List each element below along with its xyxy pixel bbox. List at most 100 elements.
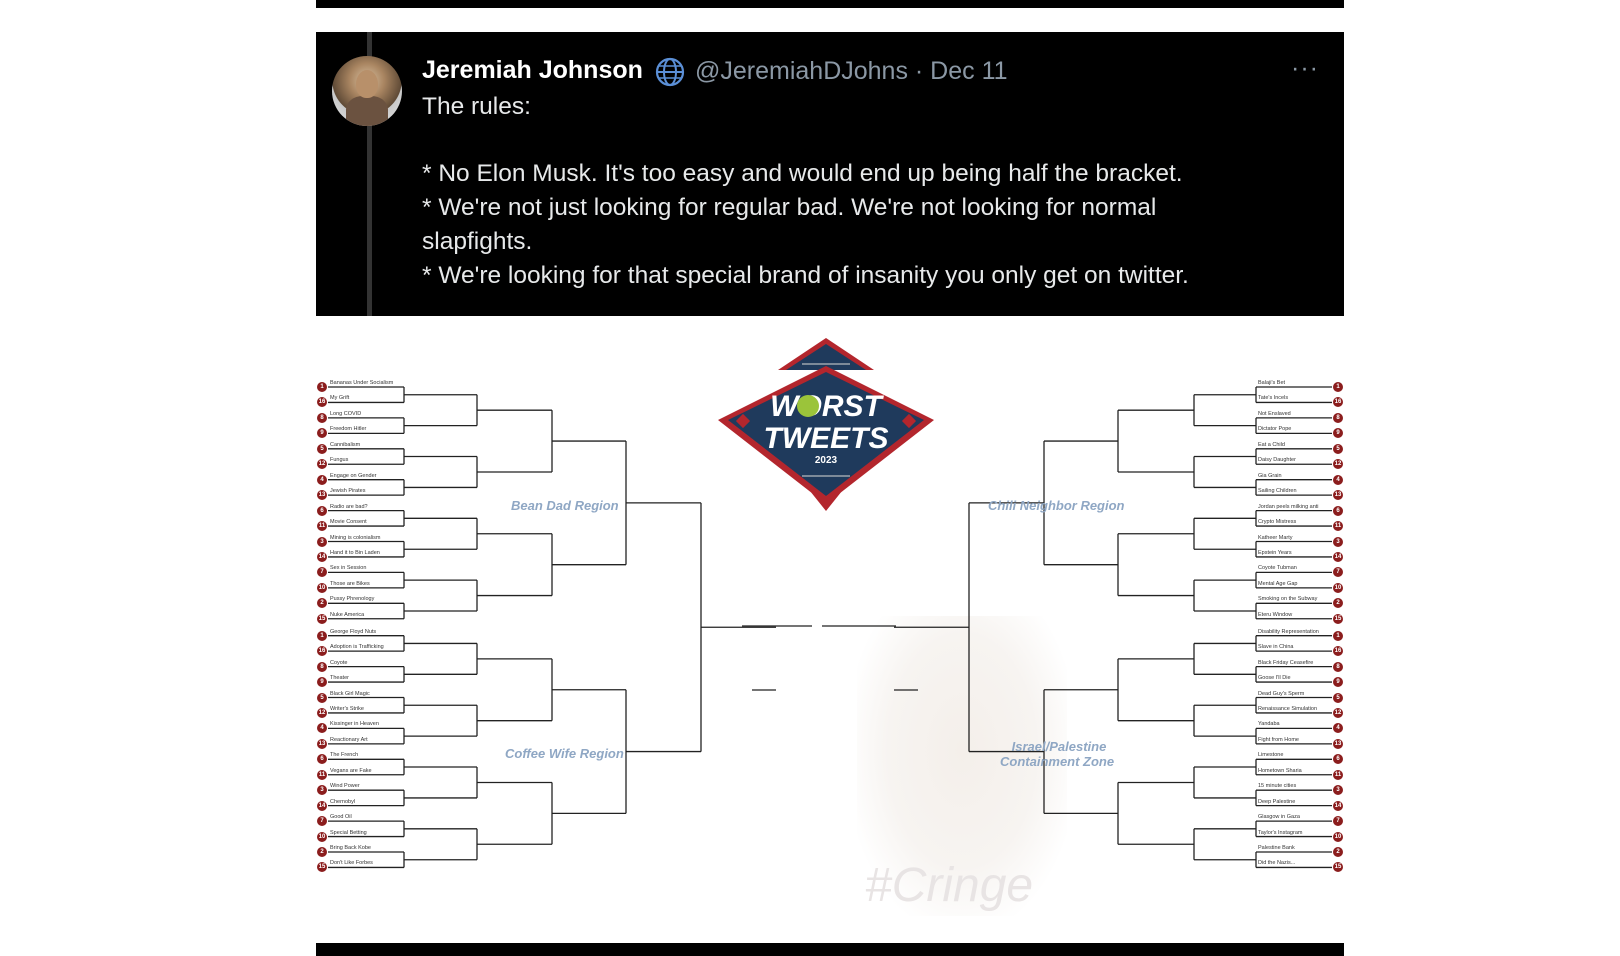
right-seed-badge: 6 [1333,505,1343,516]
left-seed-badge: 11 [317,769,327,780]
tournament-bracket-image: #Cringe WORST TWEETS 2023 Bean Dad Regio… [316,336,1344,916]
tweet-line-1: The rules: [422,93,531,120]
left-entry: Reactionary Art [330,736,368,743]
bracket-lines [328,386,1332,869]
left-entry: Long COVID [330,410,362,417]
tweet-line-4: slapfights. [422,228,533,255]
right-entry: Katheer Marty [1258,534,1293,541]
left-entry: Nuke America [330,611,365,618]
right-seed-badge: 3 [1333,785,1343,796]
right-entry: Hometown Sharia [1258,767,1302,774]
right-seed-badge: 12 [1333,707,1343,718]
right-entry: Coyote Tubman [1258,565,1297,572]
left-entry: Bring Back Kobe [330,845,371,851]
region-chili-neighbor: Chili Neighbor Region [988,498,1125,513]
left-seed-badge: 4 [317,474,327,485]
left-seed-badge: 9 [317,677,327,688]
left-entry: Don't Like Forbes [330,860,373,867]
left-entry: George Floyd Nuts [330,628,377,635]
left-entry: Wind Power [330,783,360,790]
left-seed-badge: 12 [317,459,327,470]
right-seed-badge: 10 [1333,582,1343,593]
right-entry: Sailing Children [1258,488,1297,495]
more-options-icon[interactable]: ··· [1291,54,1319,82]
thread-line [367,32,372,316]
left-entry: Coyote [330,659,348,666]
left-seed-badge: 5 [317,443,327,454]
left-entry: Black Girl Magic [330,690,370,697]
left-entry: Kissinger in Heaven [330,721,379,728]
right-seed-badge: 7 [1333,816,1343,827]
right-seed-badge: 13 [1333,490,1343,501]
right-seed-badge: 9 [1333,677,1343,688]
right-entry: Yandaba [1258,721,1280,728]
right-seed-badge: 16 [1333,646,1343,657]
left-seed-badge: 12 [317,707,327,718]
left-entry: Those are Bikes [330,580,370,587]
handle-date[interactable]: @JeremiahDJohns · Dec 11 [695,57,1008,85]
right-entry: Dead Guy's Sperm [1258,690,1305,697]
avatar-face [356,70,378,98]
right-seed-badge: 6 [1333,754,1343,765]
right-entry: Jordan peels milking anti [1258,503,1319,510]
top-black-bar [316,0,1344,8]
right-entry: Did the Nazis... [1258,860,1296,867]
left-seed-badge: 5 [317,692,327,703]
tweet-line-5: * We're looking for that special brand o… [422,262,1189,289]
left-seed-badge: 8 [317,661,327,672]
right-seed-badge: 12 [1333,459,1343,470]
left-entry: Fungus [330,457,349,464]
left-entry: Cannibalism [330,441,361,448]
left-entry: Pussy Phrenology [330,596,375,603]
right-entry: Crypto Mistress [1258,519,1297,526]
right-seed-badge: 5 [1333,692,1343,703]
right-entry: Disability Representation [1258,628,1319,635]
right-entry: Eteru Window [1258,611,1293,618]
right-entry: 15 minute cities [1258,783,1297,790]
left-seed-badge: 6 [317,754,327,765]
left-entry: Radio are bad? [330,503,368,510]
left-seed-badge: 1 [317,630,327,641]
tweet-card[interactable]: Jeremiah Johnson @JeremiahDJohns · Dec 1… [316,32,1344,316]
right-seed-badge: 7 [1333,567,1343,578]
right-entry: Renaissance Simulation [1258,705,1318,712]
right-entry: Taylor's Instagram [1258,829,1303,836]
left-seed-badge: 13 [317,490,327,501]
bottom-black-bar [316,943,1344,956]
avatar[interactable] [332,56,402,126]
right-entry: Gia Grain [1258,472,1282,479]
region-bean-dad: Bean Dad Region [511,498,619,513]
right-seed-badge: 16 [1333,397,1343,408]
right-entry: Goose I'll Die [1258,675,1291,682]
left-seed-badge: 8 [317,412,327,423]
right-seed-badge: 2 [1333,598,1343,609]
right-seed-badge: 1 [1333,630,1343,641]
right-seed-badge: 11 [1333,769,1343,780]
right-seed-badge: 10 [1333,831,1343,842]
right-entry: Palestine Bank [1258,845,1295,851]
right-seed-badge: 5 [1333,443,1343,454]
right-seed-badge: 3 [1333,536,1343,547]
left-seed-badge: 3 [317,536,327,547]
left-seed-badge: 15 [317,862,327,873]
left-seed-badge: 2 [317,598,327,609]
cringe-watermark: #Cringe [865,859,1034,912]
left-seed-badge: 16 [317,646,327,657]
left-entry: Chernobyl [330,798,356,805]
right-seed-badge: 8 [1333,661,1343,672]
region-israel-line2: Containment Zone [1000,754,1115,769]
logo-year: 2023 [815,455,838,466]
cringe-background-photo [857,616,1067,916]
left-entry: Special Betting [330,829,367,836]
left-seed-badge: 10 [317,582,327,593]
right-seed-badge: 15 [1333,862,1343,873]
logo-line1: WORST [770,390,884,423]
right-entry: Epstein Years [1258,549,1292,556]
sick-face-icon [797,395,819,417]
right-seed-badge: 14 [1333,551,1343,562]
left-entry: Freedom Hitler [330,426,367,433]
left-entry: Engage on Gender [330,472,377,479]
left-entry: My Grift [330,395,350,402]
right-seed-badge: 4 [1333,723,1343,734]
author-name[interactable]: Jeremiah Johnson [422,56,643,84]
